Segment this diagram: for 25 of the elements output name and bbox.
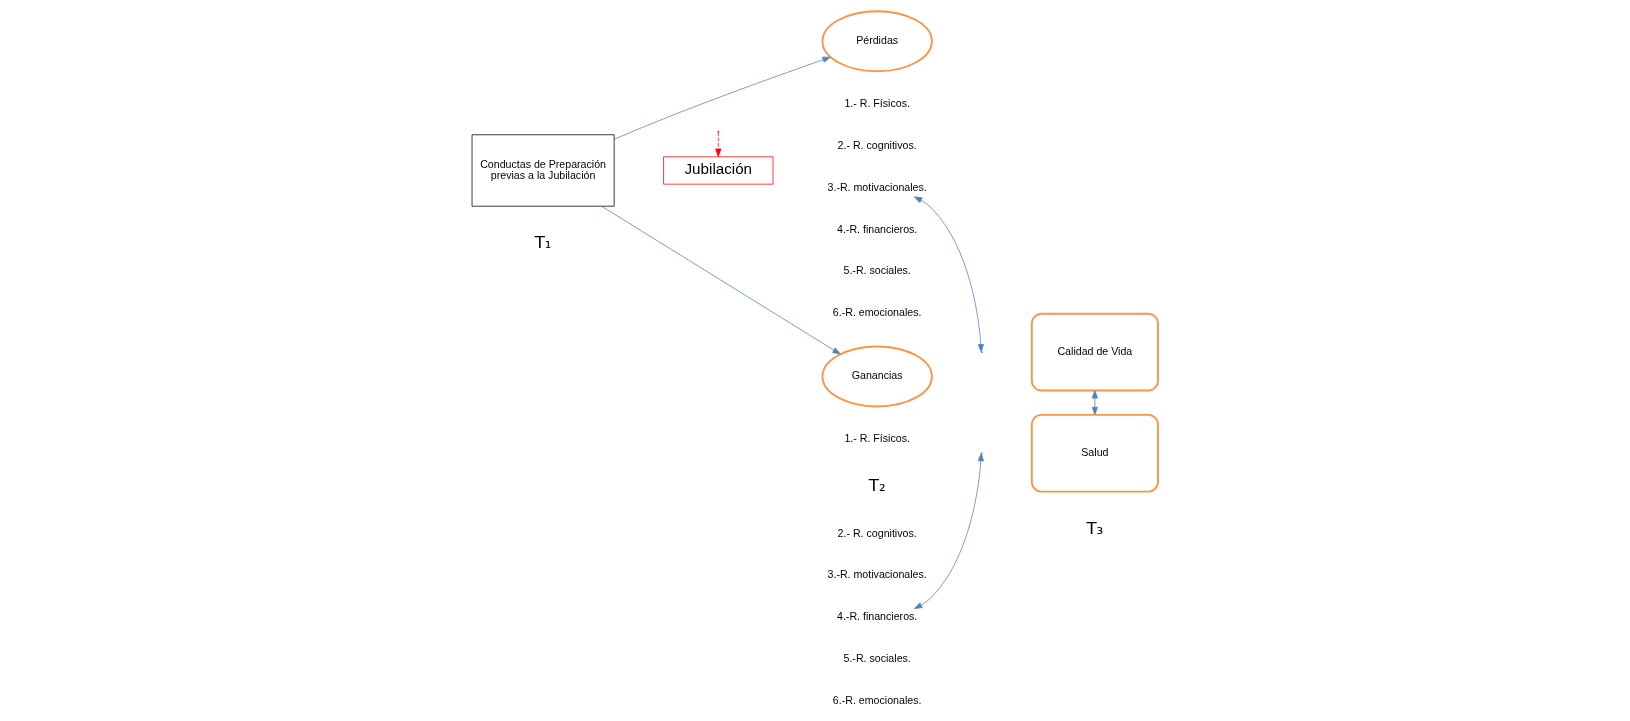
node-text: 2.- R. cognitivos. bbox=[837, 138, 917, 151]
node-text: 3.-R. motivacionales. bbox=[827, 568, 927, 581]
arrow bbox=[715, 131, 722, 157]
node-text: 6.-R. emocionales. bbox=[832, 306, 922, 319]
arrow bbox=[913, 196, 984, 353]
label: T₁ bbox=[534, 232, 552, 253]
label: T₃ bbox=[1086, 518, 1104, 539]
node-text: 1.- R. Físicos. bbox=[844, 97, 910, 110]
arrow bbox=[614, 56, 831, 140]
node-box: Calidad de Vida bbox=[1030, 312, 1159, 392]
arrow bbox=[1091, 390, 1098, 416]
node-text: 4.-R. financieros. bbox=[837, 610, 918, 623]
arrow bbox=[913, 452, 984, 609]
node-text: 5.-R. sociales. bbox=[843, 264, 911, 277]
label: T₂ bbox=[868, 474, 886, 495]
node-text: 2.- R. cognitivos. bbox=[837, 526, 917, 539]
node-box: Jubilación bbox=[663, 156, 774, 185]
node-box: Salud bbox=[1030, 413, 1159, 493]
node-text: 6.-R. emocionales. bbox=[832, 693, 922, 706]
arrow bbox=[601, 206, 841, 355]
node-text: 5.-R. sociales. bbox=[843, 652, 911, 665]
node-box: Conductas de Preparación previas a la Jubilación bbox=[471, 134, 615, 207]
node-text: 1.- R. Físicos. bbox=[844, 432, 910, 445]
node-text: 4.-R. financieros. bbox=[837, 222, 918, 235]
node-text: 3.-R. motivacionales. bbox=[827, 180, 927, 193]
